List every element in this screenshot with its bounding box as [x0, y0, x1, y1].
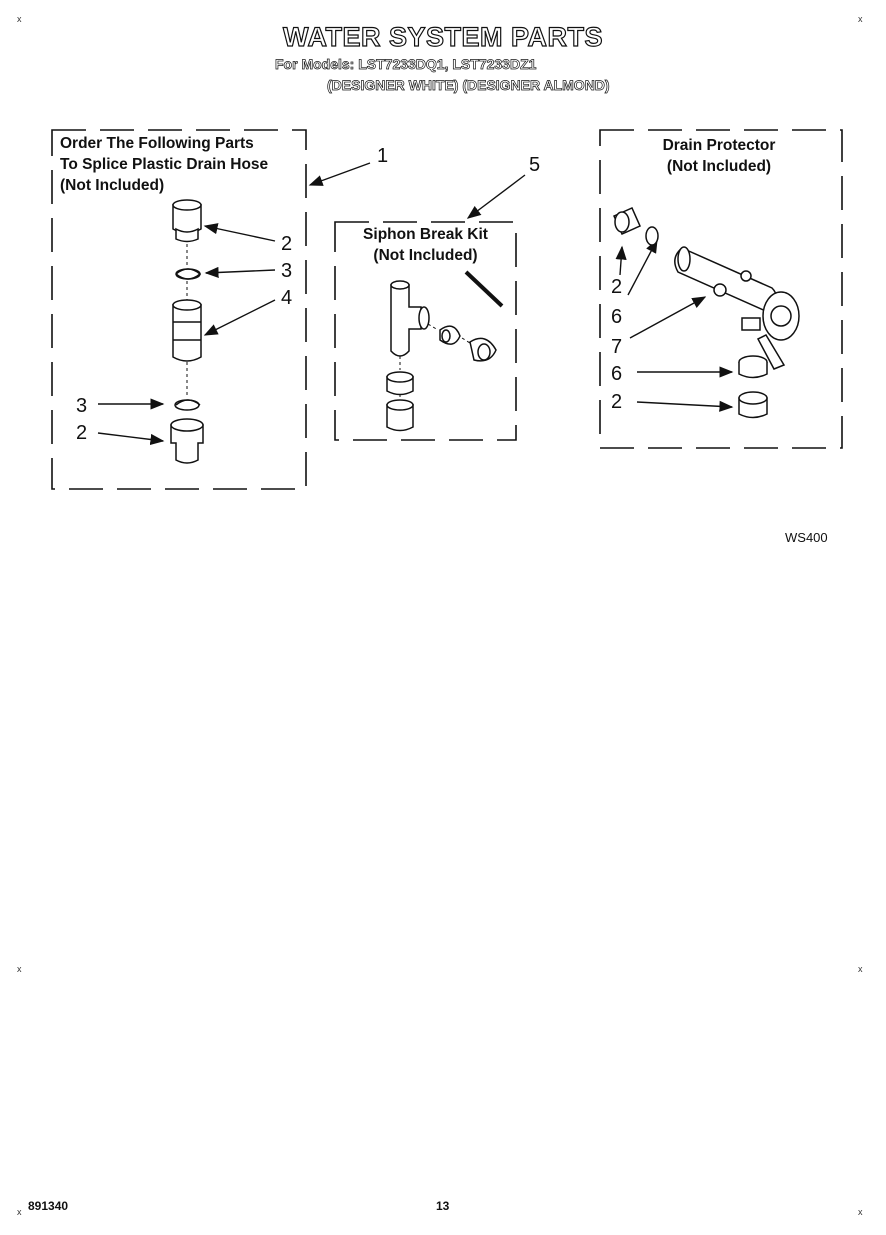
leader-drain-7 [629, 296, 707, 339]
leader-drain-2-top [615, 245, 627, 276]
splice-heading-line-1: Order The Following Parts [60, 135, 254, 152]
leader-splice-4 [203, 299, 276, 336]
callout-drain-2-bottom: 2 [611, 391, 623, 413]
models-line: For Models: LST7233DQ1, LST7233DZ1 [275, 56, 537, 73]
leader-splice-2-bottom [97, 432, 165, 446]
siphon-box-heading: Siphon Break Kit (Not Included) [335, 224, 516, 266]
siphon-heading-line-2: (Not Included) [373, 247, 478, 264]
splice-box-heading: Order The Following Parts To Splice Plas… [60, 133, 268, 196]
callout-drain-2-top: 2 [611, 276, 623, 298]
callout-splice-3-top: 3 [281, 260, 293, 282]
page-mark-top-left: x [17, 14, 22, 24]
leader-drain-2-bottom [636, 400, 734, 412]
callout-splice-2-bottom: 2 [76, 422, 88, 444]
splice-parts-box [51, 129, 307, 490]
page-number: 13 [436, 1199, 450, 1213]
page-mark-right-middle: x [858, 964, 863, 974]
siphon-heading-line-1: Siphon Break Kit [363, 226, 488, 243]
leader-1 [308, 162, 371, 186]
page-title: WATER SYSTEM PARTS [282, 21, 603, 52]
document-number: 891340 [28, 1199, 69, 1213]
callout-1: 1 [377, 145, 389, 167]
page-mark-left-middle: x [17, 964, 22, 974]
page-mark-top-right: x [858, 14, 863, 24]
leader-splice-3-top [204, 266, 276, 279]
splice-heading-line-2: To Splice Plastic Drain Hose [60, 156, 269, 173]
drain-box-heading: Drain Protector (Not Included) [600, 135, 838, 177]
callout-5: 5 [529, 154, 541, 176]
callout-splice-2-top: 2 [281, 233, 293, 255]
splice-heading-line-3: (Not Included) [60, 177, 165, 194]
siphon-kit-drawing [386, 270, 504, 432]
leader-drain-6-top [627, 238, 658, 296]
siphon-axis [399, 323, 471, 400]
callout-drain-6-top: 6 [611, 306, 623, 328]
callout-splice-3-bottom: 3 [76, 395, 88, 417]
callout-splice-4: 4 [281, 287, 293, 309]
splice-parts-drawing [170, 199, 204, 464]
drain-protector-box [599, 129, 843, 449]
callout-drain-7: 7 [611, 336, 623, 358]
colors-line: (DESIGNER WHITE) (DESIGNER ALMOND) [327, 77, 610, 94]
page-mark-bottom-left: x [17, 1207, 22, 1217]
drain-protector-drawing [613, 207, 800, 419]
siphon-kit-box [334, 221, 517, 441]
leader-splice-2-top [203, 223, 276, 242]
leader-5 [466, 174, 526, 219]
callout-drain-6-bottom: 6 [611, 363, 623, 385]
drain-heading-line-2: (Not Included) [666, 158, 772, 175]
drain-heading-line-1: Drain Protector [662, 137, 776, 154]
page-mark-bottom-right: x [858, 1207, 863, 1217]
figure-code: WS400 [785, 530, 828, 545]
